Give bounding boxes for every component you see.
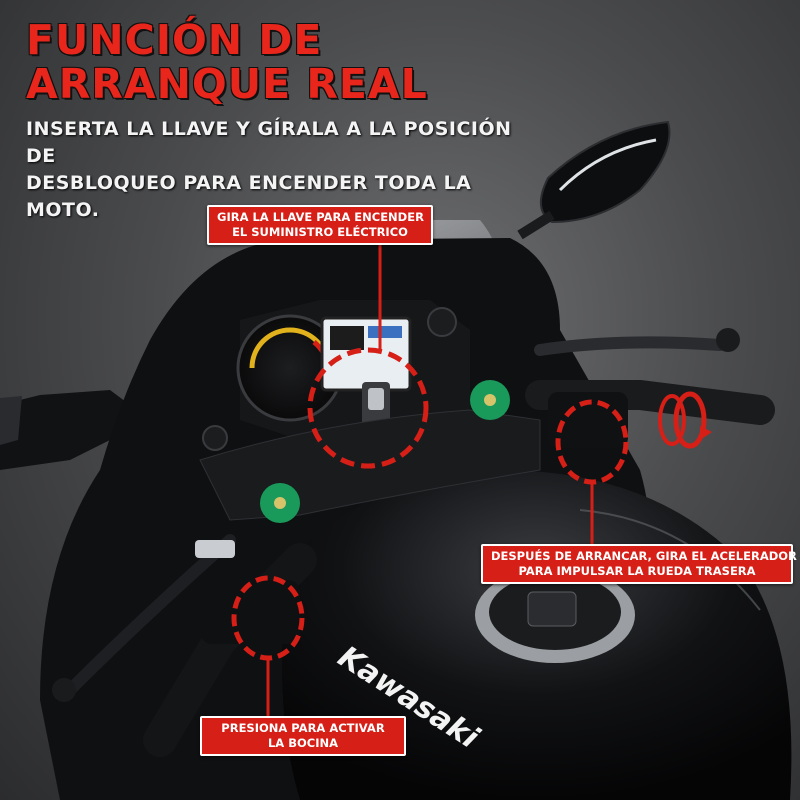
subheadline: INSERTA LA LLAVE Y GÍRALA A LA POSICIÓN … [26,116,546,224]
left-switch-housing [200,580,300,644]
fuel-cap [475,567,635,663]
throttle-callout-line-1: DESPUÉS DE ARRANCAR, GIRA EL ACELERADOR [491,549,797,563]
headline-line-2: ARRANQUE REAL [26,60,428,108]
left-handlebar [52,534,317,757]
throttle-callout: DESPUÉS DE ARRANCAR, GIRA EL ACELERADOR … [481,544,797,584]
horn-callout-line-2: LA BOCINA [267,736,339,750]
key-callout-line-2: EL SUMINISTRO ELÉCTRICO [232,225,408,239]
right-mirror [517,120,671,240]
ignition-key [362,382,390,428]
horn-callout-line-1: PRESIONA PARA ACTIVAR [221,721,385,735]
key-callout-line-1: GIRA LA LLAVE PARA ENCENDER [217,210,424,224]
horn-callout: PRESIONA PARA ACTIVAR LA BOCINA [200,716,406,756]
left-fairing [0,390,150,470]
subheadline-line-2: DESBLOQUEO PARA ENCENDER TODA LA MOTO. [26,172,472,221]
throttle-callout-line-2: PARA IMPULSAR LA RUEDA TRASERA [518,564,756,578]
headline: FUNCIÓN DE ARRANQUE REAL [26,18,428,106]
key-callout: GIRA LA LLAVE PARA ENCENDER EL SUMINISTR… [207,205,433,245]
clutch-lever [64,534,236,696]
instrument-cluster [202,300,470,451]
headline-line-1: FUNCIÓN DE [26,16,323,64]
brake-lever [534,336,726,356]
key-highlight-circle [307,347,429,469]
rotate-arrows-icon [658,391,712,449]
subheadline-line-1: INSERTA LA LLAVE Y GÍRALA A LA POSICIÓN … [26,118,512,167]
right-handlebar [525,328,775,448]
